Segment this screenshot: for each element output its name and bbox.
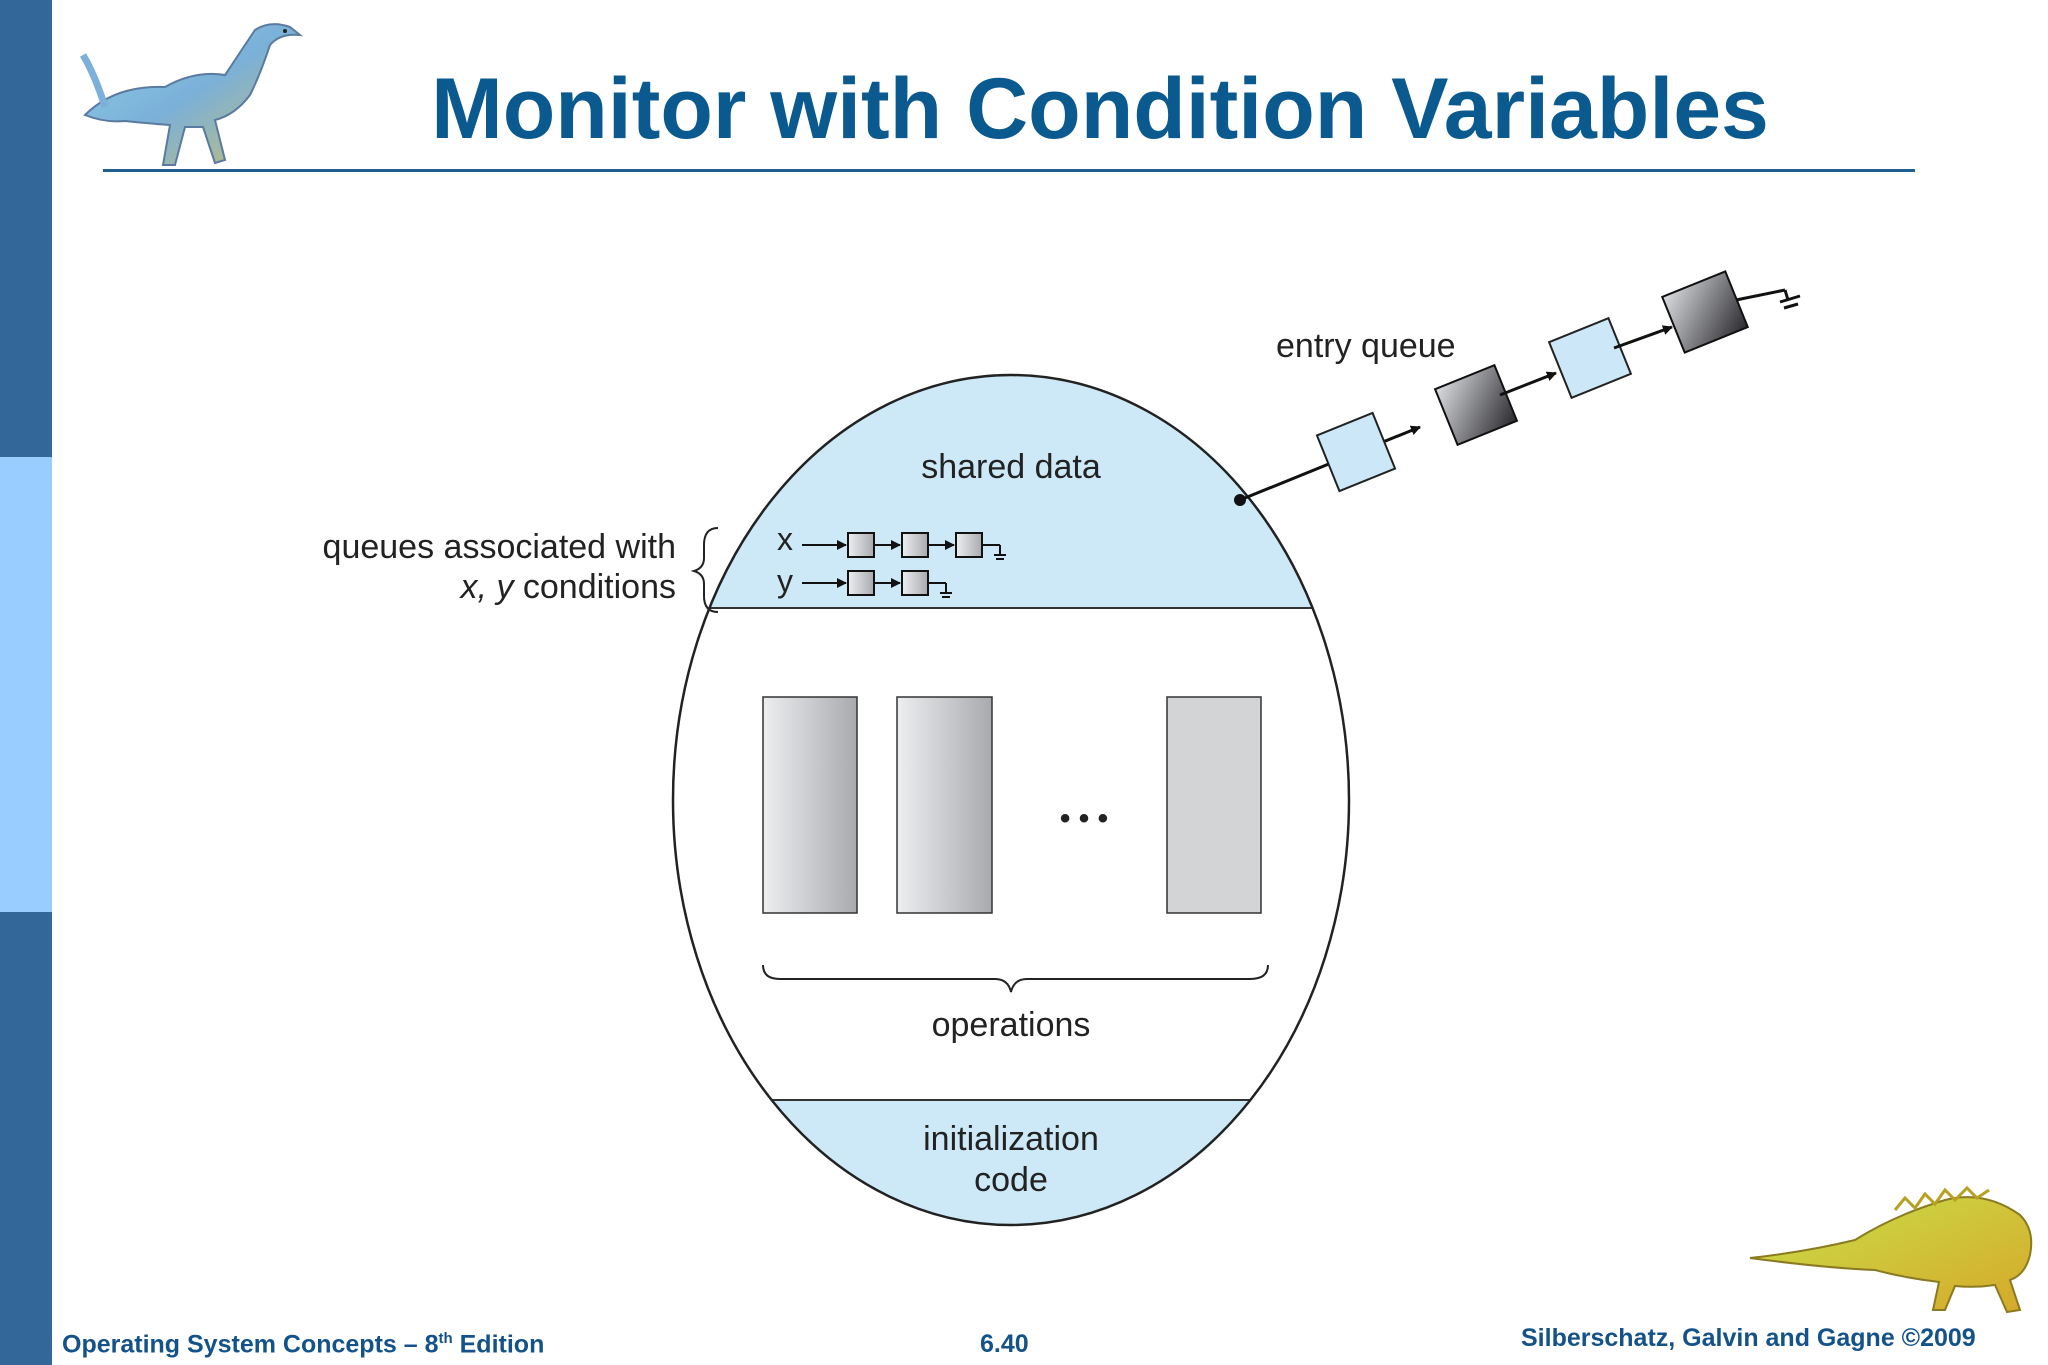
sidebar-segment-top	[0, 0, 52, 457]
sidebar-stripe	[0, 0, 52, 1365]
queue-x	[802, 532, 1006, 560]
queue-y	[802, 570, 952, 598]
footer-authors: Silberschatz, Galvin and Gagne ©2009	[1521, 1324, 1976, 1352]
operations-brace	[762, 964, 1269, 993]
queues-label-line1: queues associated with	[323, 528, 676, 566]
operation-box-1	[762, 696, 858, 914]
shared-data-label: shared data	[921, 448, 1101, 486]
monitor-outline	[671, 373, 1351, 1227]
operations-ellipsis: • • •	[1060, 802, 1108, 835]
entry-queue	[1234, 270, 1801, 506]
operation-box-2	[896, 696, 993, 914]
title-divider	[103, 169, 1915, 172]
footer-page-number: 6.40	[980, 1330, 1029, 1358]
queue-x-label: x	[777, 521, 793, 557]
initialization-label-line2: code	[974, 1161, 1048, 1199]
queues-brace	[690, 527, 719, 613]
dinosaur-logo-icon	[79, 23, 304, 166]
shared-data-region	[673, 375, 1349, 608]
queues-label-line2: x, y conditions	[459, 568, 676, 606]
entry-queue-label: entry queue	[1276, 327, 1456, 365]
footer-course-title: Operating System Concepts – 8th Edition	[62, 1330, 545, 1359]
slide-title: Monitor with Condition Variables	[431, 61, 1769, 157]
sidebar-segment-middle	[0, 457, 52, 912]
sidebar-segment-bottom	[0, 912, 52, 1365]
initialization-label-line1: initialization	[923, 1120, 1099, 1158]
operations-label: operations	[932, 1006, 1091, 1044]
dinosaur-footer-icon	[1749, 1185, 2033, 1314]
queue-y-label: y	[777, 563, 793, 599]
operation-box-n	[1166, 696, 1262, 914]
